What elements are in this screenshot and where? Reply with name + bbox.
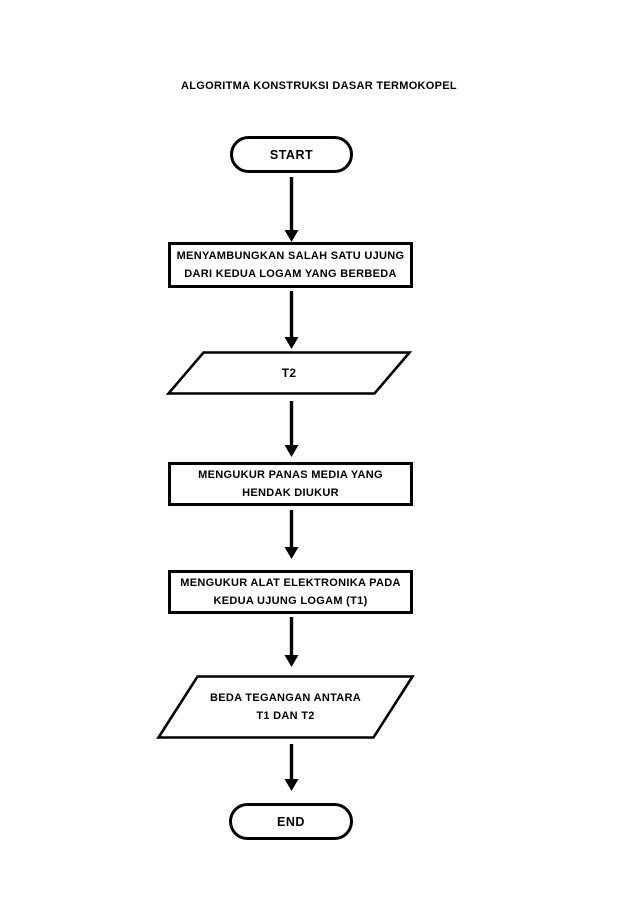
step1-line-2: DARI KEDUA LOGAM YANG BERBEDA [184, 268, 397, 280]
output-io-label: BEDA TEGANGAN ANTARA T1 DAN T2 [158, 676, 413, 738]
step2-process-label: MENGUKUR PANAS MEDIA YANG HENDAK DIUKUR [168, 462, 413, 506]
step2-line-2: HENDAK DIUKUR [242, 487, 339, 499]
start-terminator-shape [230, 136, 353, 173]
connector-6-arrowhead [284, 779, 299, 791]
step3-line-1: MENGUKUR ALAT ELEKTRONIKA PADA [180, 577, 401, 589]
start-terminator-label: START [269, 147, 314, 162]
step2-process-shape [168, 462, 413, 506]
t2-io-shape [165, 351, 413, 395]
connector-1-arrowhead [284, 230, 299, 242]
end-terminator-label: END [277, 814, 305, 829]
t2-io-label: T2 [281, 366, 297, 380]
step1-line-1: MENYAMBUNGKAN SALAH SATU UJUNG [176, 250, 405, 262]
step1-process-label: MENYAMBUNGKAN SALAH SATU UJUNG DARI KEDU… [168, 243, 413, 287]
connector-4-arrowhead [284, 547, 299, 559]
output-io-shape [156, 675, 415, 739]
end-terminator-shape [229, 803, 353, 840]
page-title: ALGORITMA KONSTRUKSI DASAR TERMOKOPEL [181, 80, 457, 92]
step3-line-2: KEDUA UJUNG LOGAM (T1) [213, 595, 368, 607]
connector-2-arrowhead [284, 337, 299, 349]
step3-process-shape [168, 570, 413, 614]
connector-3-arrowhead [284, 445, 299, 457]
step1-process-shape [168, 242, 413, 288]
step2-line-1: MENGUKUR PANAS MEDIA YANG [198, 469, 383, 481]
step3-process-label: MENGUKUR ALAT ELEKTRONIKA PADA KEDUA UJU… [168, 570, 413, 614]
output-line-1: BEDA TEGANGAN ANTARA [209, 692, 362, 704]
output-line-2: T1 DAN T2 [256, 710, 315, 722]
connector-5-arrowhead [284, 655, 299, 667]
